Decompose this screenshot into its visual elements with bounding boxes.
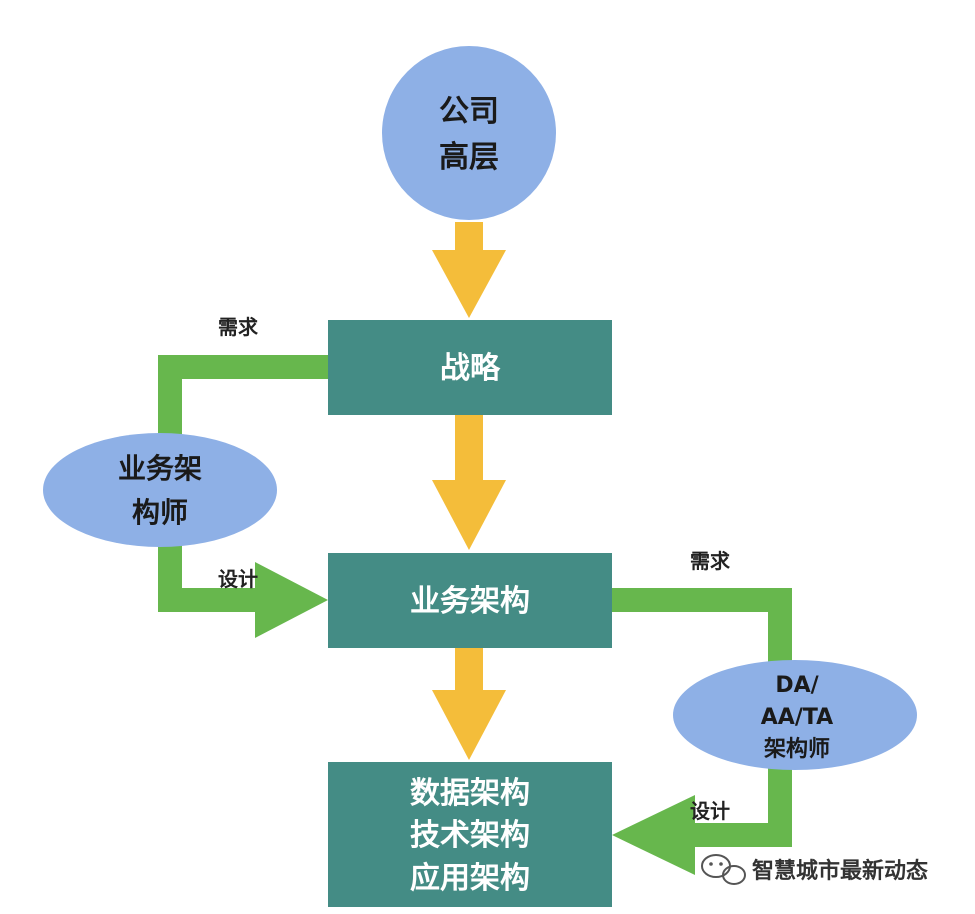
flow-arrows	[432, 222, 506, 760]
watermark: 智慧城市最新动态	[701, 854, 928, 885]
wechat-icon	[701, 854, 746, 885]
strategy-label: 战略	[440, 351, 501, 386]
flow-arrow-strategy-to-business	[432, 415, 506, 550]
technical-architecture-label: 技术架构	[410, 818, 530, 853]
business-architect-line-2: 构师	[132, 496, 188, 529]
business-architect-line-1: 业务架	[118, 452, 202, 485]
da-aa-ta-line-2: AA/TA	[761, 705, 833, 730]
strategy-node: 战略	[328, 320, 612, 415]
implementation-node: 数据架构 技术架构 应用架构	[328, 762, 612, 907]
da-aa-ta-line-3: 架构师	[764, 736, 830, 762]
top-leadership-line-2: 高层	[439, 140, 499, 175]
data-architecture-label: 数据架构	[410, 776, 530, 811]
flow-arrow-business-to-implementation	[432, 648, 506, 760]
business-architecture-label: 业务架构	[410, 584, 530, 619]
da-aa-ta-architect-node: DA/ AA/TA 架构师	[673, 660, 917, 770]
flow-arrow-leadership-to-strategy	[432, 222, 506, 318]
right-feedback-arrowhead	[612, 795, 695, 875]
right-design-label: 设计	[690, 799, 730, 823]
top-leadership-line-1: 公司	[439, 94, 499, 129]
business-architecture-node: 业务架构	[328, 553, 612, 648]
da-aa-ta-line-1: DA/	[775, 673, 819, 698]
left-feedback-arrowhead	[255, 562, 328, 638]
left-design-label: 设计	[218, 567, 258, 591]
right-requirement-label: 需求	[690, 549, 731, 573]
watermark-text: 智慧城市最新动态	[752, 858, 928, 884]
top-leadership-node: 公司 高层	[382, 46, 556, 220]
left-requirement-label: 需求	[218, 315, 259, 339]
business-architect-node: 业务架 构师	[43, 433, 277, 547]
application-architecture-label: 应用架构	[410, 861, 530, 896]
